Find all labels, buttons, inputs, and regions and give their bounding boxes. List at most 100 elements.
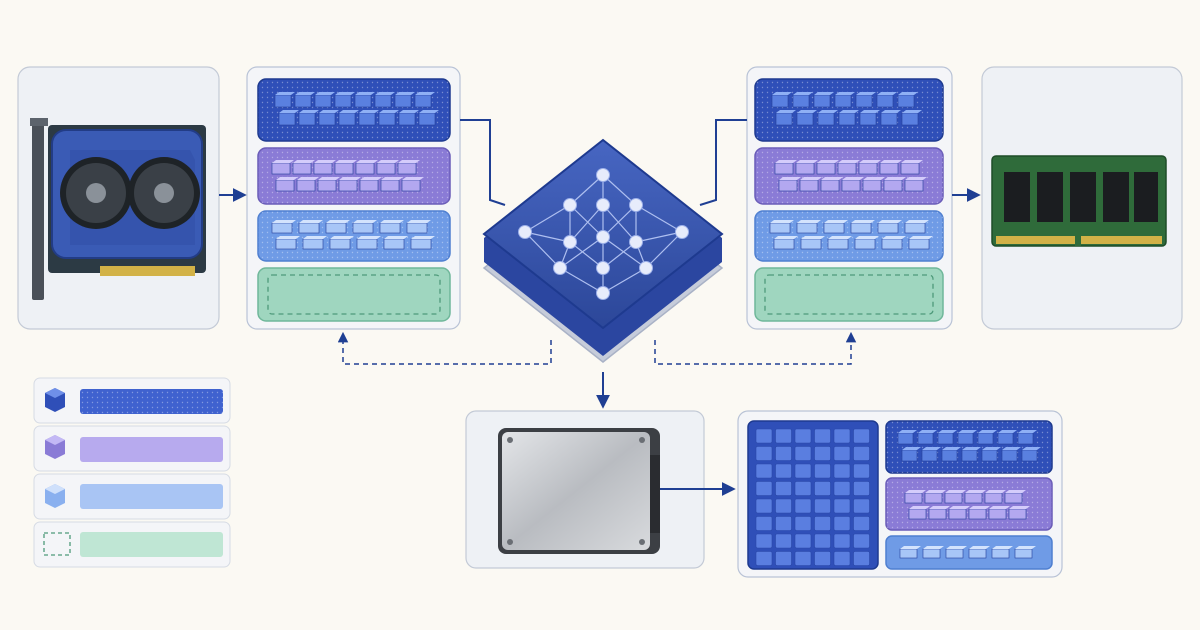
legend	[33, 377, 231, 568]
block	[292, 160, 315, 175]
neural-network-icon	[518, 168, 689, 300]
block	[774, 160, 797, 175]
block	[904, 220, 929, 234]
grid-cell	[853, 551, 870, 566]
grid-cells	[755, 428, 870, 566]
grid-cell	[794, 533, 812, 549]
grid-cell	[794, 551, 812, 566]
grid-stack-panel	[737, 410, 1063, 578]
block	[355, 160, 378, 175]
block	[984, 490, 1006, 504]
block	[799, 177, 822, 192]
block	[1004, 490, 1026, 504]
network-node	[629, 198, 643, 212]
ram-module-icon	[991, 155, 1167, 247]
block	[877, 220, 902, 234]
block	[338, 110, 359, 126]
grid-cell	[853, 498, 870, 514]
block	[820, 177, 843, 192]
grid-cell	[814, 428, 831, 444]
block	[318, 110, 339, 126]
gpu-card-icon	[30, 118, 206, 300]
ssd-icon	[498, 428, 660, 554]
block	[900, 160, 923, 175]
grid-cell	[814, 551, 831, 566]
block	[1021, 447, 1041, 462]
block	[354, 92, 375, 108]
tier-blue-grid	[747, 420, 879, 570]
block	[769, 220, 794, 234]
block	[334, 92, 355, 108]
network-edge	[524, 204, 571, 233]
grid-cell	[814, 481, 831, 496]
network-node	[639, 261, 653, 275]
line-left-stack-to-hub	[460, 119, 506, 206]
block	[313, 160, 336, 175]
block	[401, 177, 424, 192]
block	[837, 160, 860, 175]
grid-cell	[755, 481, 773, 496]
ram-panel	[981, 66, 1183, 330]
network-edge	[602, 174, 637, 206]
tier-dark-blue	[754, 78, 944, 142]
block	[406, 220, 431, 234]
block	[855, 92, 876, 108]
grid-cell	[775, 516, 792, 531]
connectors	[219, 119, 981, 496]
grid-cell	[833, 498, 851, 514]
grid-cell	[833, 516, 851, 531]
grid-cell	[775, 533, 792, 549]
block	[773, 236, 798, 250]
blocks-light-blue	[769, 220, 933, 250]
network-node	[596, 198, 610, 212]
grid-cell	[755, 551, 773, 566]
block	[359, 177, 382, 192]
grid-cell	[853, 533, 870, 549]
block	[800, 236, 825, 250]
grid-cell	[833, 463, 851, 479]
line-hub-to-right-stack	[699, 119, 747, 206]
network-edge	[602, 236, 647, 269]
network-node	[675, 225, 689, 239]
block	[854, 236, 879, 250]
block	[275, 177, 298, 192]
block	[817, 110, 838, 126]
block	[1014, 546, 1036, 559]
dashed-hub-to-left-stack	[337, 331, 552, 365]
central-hub	[482, 138, 724, 363]
block	[356, 236, 381, 250]
block	[901, 447, 921, 462]
block	[883, 177, 906, 192]
network-node	[518, 225, 532, 239]
block	[924, 490, 946, 504]
left-stack-panel	[246, 66, 461, 330]
block	[1008, 506, 1030, 520]
block	[397, 160, 420, 175]
network-edge	[569, 241, 604, 269]
grid-cell	[814, 463, 831, 479]
block	[271, 160, 294, 175]
block	[948, 506, 970, 520]
block	[795, 160, 818, 175]
block	[338, 177, 361, 192]
block	[961, 447, 981, 462]
block	[964, 490, 986, 504]
block	[296, 177, 319, 192]
block	[838, 110, 859, 126]
grid-cell	[755, 428, 773, 444]
grid-cell	[853, 481, 870, 496]
block	[862, 177, 885, 192]
block	[394, 92, 415, 108]
grid-cell	[814, 533, 831, 549]
block	[325, 220, 350, 234]
block	[834, 92, 855, 108]
block	[374, 92, 395, 108]
grid-cell	[775, 481, 792, 496]
block	[922, 546, 944, 559]
grid-cell	[853, 428, 870, 444]
tier-green-empty	[754, 267, 944, 322]
block	[317, 177, 340, 192]
grid-cell	[853, 463, 870, 479]
legend-item-dark-blue	[33, 377, 231, 424]
grid-cell	[814, 516, 831, 531]
